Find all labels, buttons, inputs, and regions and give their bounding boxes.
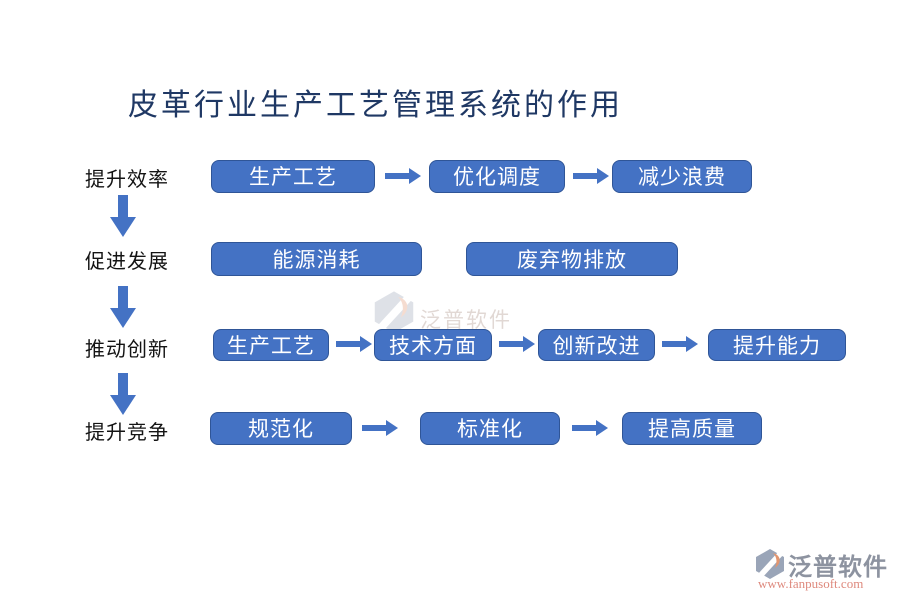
page-title: 皮革行业生产工艺管理系统的作用 xyxy=(128,89,623,122)
down-arrow-icon xyxy=(110,373,136,415)
footer-brand: 泛普软件 www.fanpusoft.com xyxy=(748,547,898,593)
flow-box: 技术方面 xyxy=(374,329,492,361)
right-arrow-icon xyxy=(499,336,535,352)
watermark-brand-text: 泛普软件 xyxy=(420,308,512,332)
right-arrow-icon xyxy=(336,336,372,352)
flow-box: 优化调度 xyxy=(429,160,565,193)
side-label-competition: 提升竞争 xyxy=(85,422,169,444)
right-arrow-icon xyxy=(662,336,698,352)
flow-box: 提高质量 xyxy=(622,412,762,445)
footer-url-text: www.fanpusoft.com xyxy=(758,576,864,591)
down-arrow-icon xyxy=(110,195,136,237)
flow-box: 标准化 xyxy=(420,412,560,445)
right-arrow-icon xyxy=(572,420,608,436)
side-label-innovation: 推动创新 xyxy=(85,339,169,361)
flow-box: 减少浪费 xyxy=(612,160,752,193)
footer-brand-text: 泛普软件 xyxy=(788,555,888,581)
flow-box: 提升能力 xyxy=(708,329,846,361)
right-arrow-icon xyxy=(573,168,609,184)
watermark-logo-icon xyxy=(374,291,414,333)
flow-box: 生产工艺 xyxy=(211,160,375,193)
flow-box: 能源消耗 xyxy=(211,242,422,276)
side-label-development: 促进发展 xyxy=(85,251,169,273)
right-arrow-icon xyxy=(385,168,421,184)
flow-box: 生产工艺 xyxy=(213,329,329,361)
down-arrow-icon xyxy=(110,286,136,328)
flow-box: 规范化 xyxy=(210,412,352,445)
flow-box: 创新改进 xyxy=(538,329,655,361)
center-watermark: 泛普软件 xyxy=(372,290,512,334)
side-label-efficiency: 提升效率 xyxy=(85,169,169,191)
right-arrow-icon xyxy=(362,420,398,436)
flow-box: 废弃物排放 xyxy=(466,242,678,276)
fanpu-logo-icon xyxy=(756,549,784,579)
